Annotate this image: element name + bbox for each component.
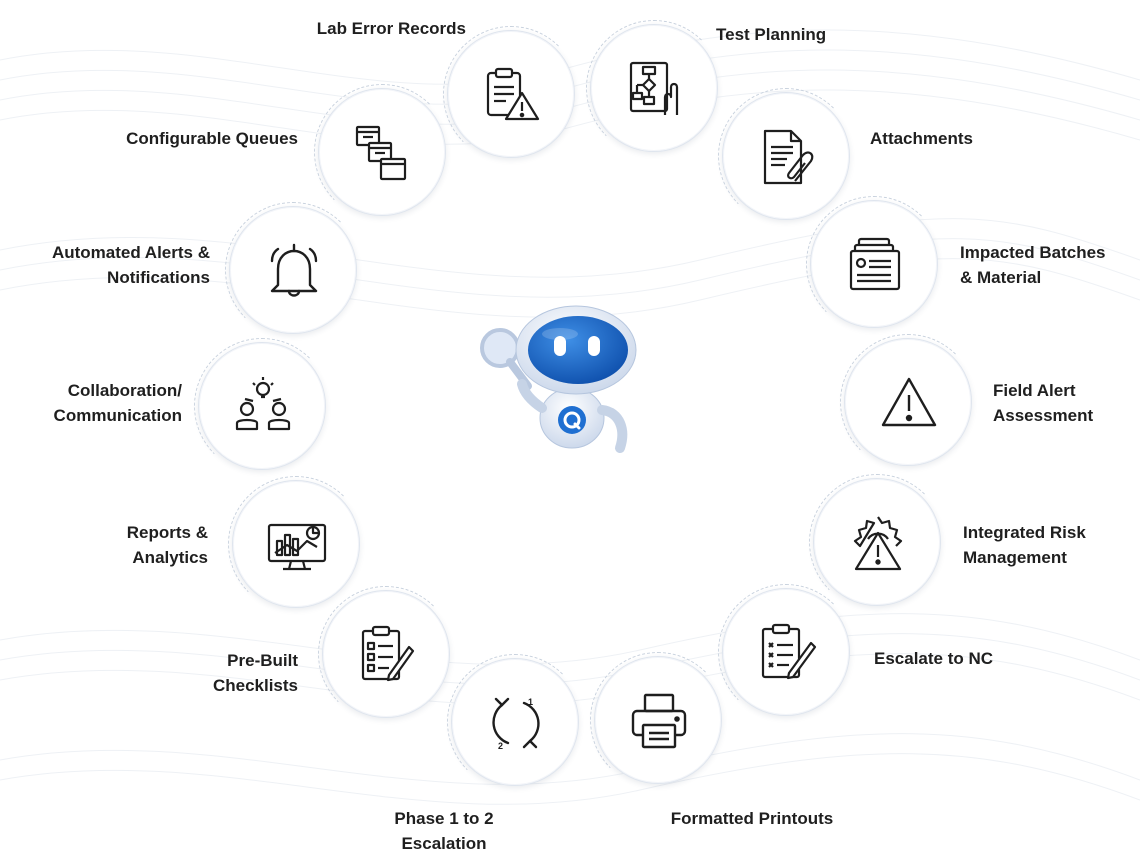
checklist-pen-icon [761,623,817,680]
label-escalate-nc: Escalate to NC [874,649,994,668]
people-idea-icon [235,377,291,431]
label-attachments: Attachments [870,129,973,148]
node-attachments [718,88,854,224]
label-test-planning: Test Planning [716,25,827,44]
cycle-arrows-icon: 1 2 [492,697,540,751]
node-reports-analytics [228,476,364,612]
label-automated-alerts: Automated Alerts & Notifications [51,243,210,287]
node-automated-alerts [225,202,361,338]
label-formatted-printouts: Formatted Printouts [670,809,834,828]
clipboard-checklist-icon [361,625,415,682]
node-test-planning [586,20,722,156]
node-integrated-risk [809,474,945,610]
printer-icon [631,693,687,749]
node-field-alert [840,334,976,470]
node-pre-built-checklists [318,586,454,722]
clipboard-warning-icon [486,67,540,121]
label-configurable-queues: Configurable Queues [126,129,298,148]
batch-files-icon [849,237,901,291]
label-impacted-batches: Impacted Batches & Material [960,243,1106,287]
monitor-chart-icon [267,523,327,571]
svg-text:2: 2 [498,741,503,751]
stacked-windows-icon [355,125,407,181]
node-collaboration [194,338,330,474]
label-lab-error-records: Lab Error Records [316,19,466,38]
robot-mascot [480,305,637,453]
label-reports-analytics: Reports & Analytics [126,523,208,567]
label-pre-built-checklists: Pre-Built Checklists [212,651,298,695]
gear-warning-icon [853,516,903,571]
label-field-alert: Field Alert Assessment [993,381,1094,425]
svg-text:1: 1 [528,697,533,707]
node-lab-error-records [443,26,579,162]
node-phase-escalation: 1 2 [447,654,583,790]
label-phase-escalation: Phase 1 to 2 Escalation [394,809,494,853]
warning-triangle-icon [881,377,937,427]
node-formatted-printouts [590,652,726,788]
document-paperclip-icon [763,129,814,185]
flowchart-hand-icon [629,61,679,115]
node-impacted-batches [806,196,942,332]
label-integrated-risk: Integrated Risk Management [963,523,1086,567]
bell-icon [270,243,318,297]
label-collaboration: Collaboration/ Communication [53,381,182,425]
node-configurable-queues [314,84,450,220]
node-escalate-nc [718,584,854,720]
